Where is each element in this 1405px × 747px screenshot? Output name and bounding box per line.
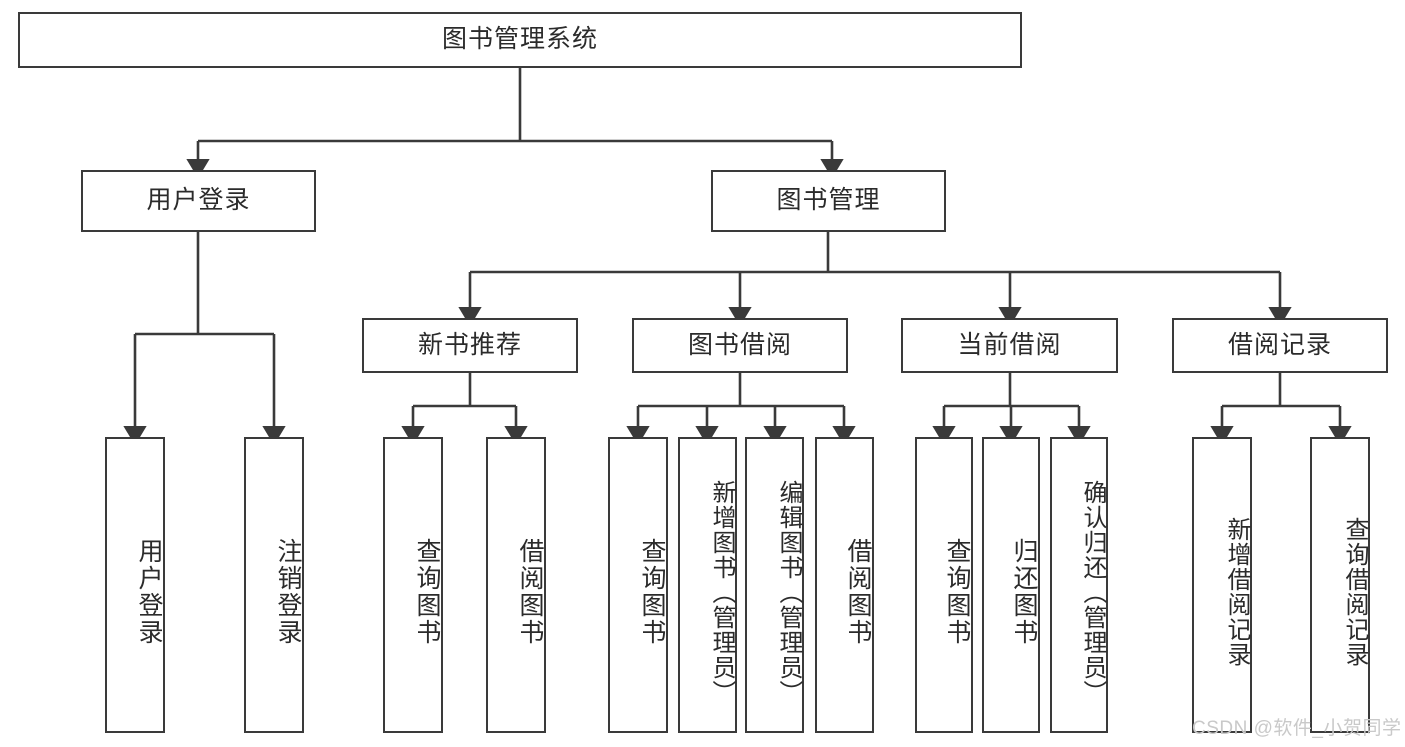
leaf-query-record[interactable]: 查询借阅记录 xyxy=(1310,437,1370,733)
leaf-query-book-1-label: 查询图书 xyxy=(413,538,441,646)
leaf-confirm-return[interactable]: 确认归还（管理员） xyxy=(1050,437,1108,733)
leaf-query-book-3-label: 查询图书 xyxy=(943,538,971,646)
leaf-logout-login[interactable]: 注销登录 xyxy=(244,437,304,733)
leaf-borrow-book-1[interactable]: 借阅图书 xyxy=(486,437,546,733)
node-borrow-record-label: 借阅记录 xyxy=(1227,330,1332,359)
leaf-return-book[interactable]: 归还图书 xyxy=(982,437,1040,733)
leaf-confirm-return-label: 确认归还（管理员） xyxy=(1079,479,1106,705)
node-new-book-recommend[interactable]: 新书推荐 xyxy=(362,318,578,373)
leaf-add-record[interactable]: 新增借阅记录 xyxy=(1192,437,1252,733)
leaf-query-record-label: 查询借阅记录 xyxy=(1341,517,1368,667)
leaf-logout-login-label: 注销登录 xyxy=(274,538,302,646)
node-book-management-label: 图书管理 xyxy=(776,186,881,215)
node-book-borrow-label: 图书借阅 xyxy=(687,330,792,359)
node-borrow-record[interactable]: 借阅记录 xyxy=(1172,318,1388,373)
node-root-label: 图书管理系统 xyxy=(441,25,598,54)
node-user-login-label: 用户登录 xyxy=(146,186,251,215)
leaf-query-book-1[interactable]: 查询图书 xyxy=(383,437,443,733)
node-book-borrow[interactable]: 图书借阅 xyxy=(632,318,848,373)
node-book-management[interactable]: 图书管理 xyxy=(711,170,946,232)
leaf-edit-book-label: 编辑图书（管理员） xyxy=(775,479,802,705)
leaf-user-login-label: 用户登录 xyxy=(135,538,163,646)
csdn-watermark: CSDN @软件_小贺同学 xyxy=(1192,718,1402,739)
leaf-borrow-book-2[interactable]: 借阅图书 xyxy=(815,437,874,733)
leaf-borrow-book-2-label: 借阅图书 xyxy=(844,538,872,646)
leaf-query-book-2-label: 查询图书 xyxy=(638,538,666,646)
leaf-add-record-label: 新增借阅记录 xyxy=(1223,517,1250,667)
leaf-query-book-2[interactable]: 查询图书 xyxy=(608,437,668,733)
leaf-query-book-3[interactable]: 查询图书 xyxy=(915,437,973,733)
node-root[interactable]: 图书管理系统 xyxy=(18,12,1022,68)
leaf-return-book-label: 归还图书 xyxy=(1010,538,1038,646)
leaf-borrow-book-1-label: 借阅图书 xyxy=(516,538,544,646)
leaf-add-book-label: 新增图书（管理员） xyxy=(708,479,735,705)
node-current-borrow[interactable]: 当前借阅 xyxy=(901,318,1118,373)
leaf-edit-book[interactable]: 编辑图书（管理员） xyxy=(745,437,804,733)
node-user-login[interactable]: 用户登录 xyxy=(81,170,316,232)
leaf-add-book[interactable]: 新增图书（管理员） xyxy=(678,437,737,733)
leaf-user-login[interactable]: 用户登录 xyxy=(105,437,165,733)
node-current-borrow-label: 当前借阅 xyxy=(957,330,1062,359)
node-new-book-recommend-label: 新书推荐 xyxy=(417,330,522,359)
